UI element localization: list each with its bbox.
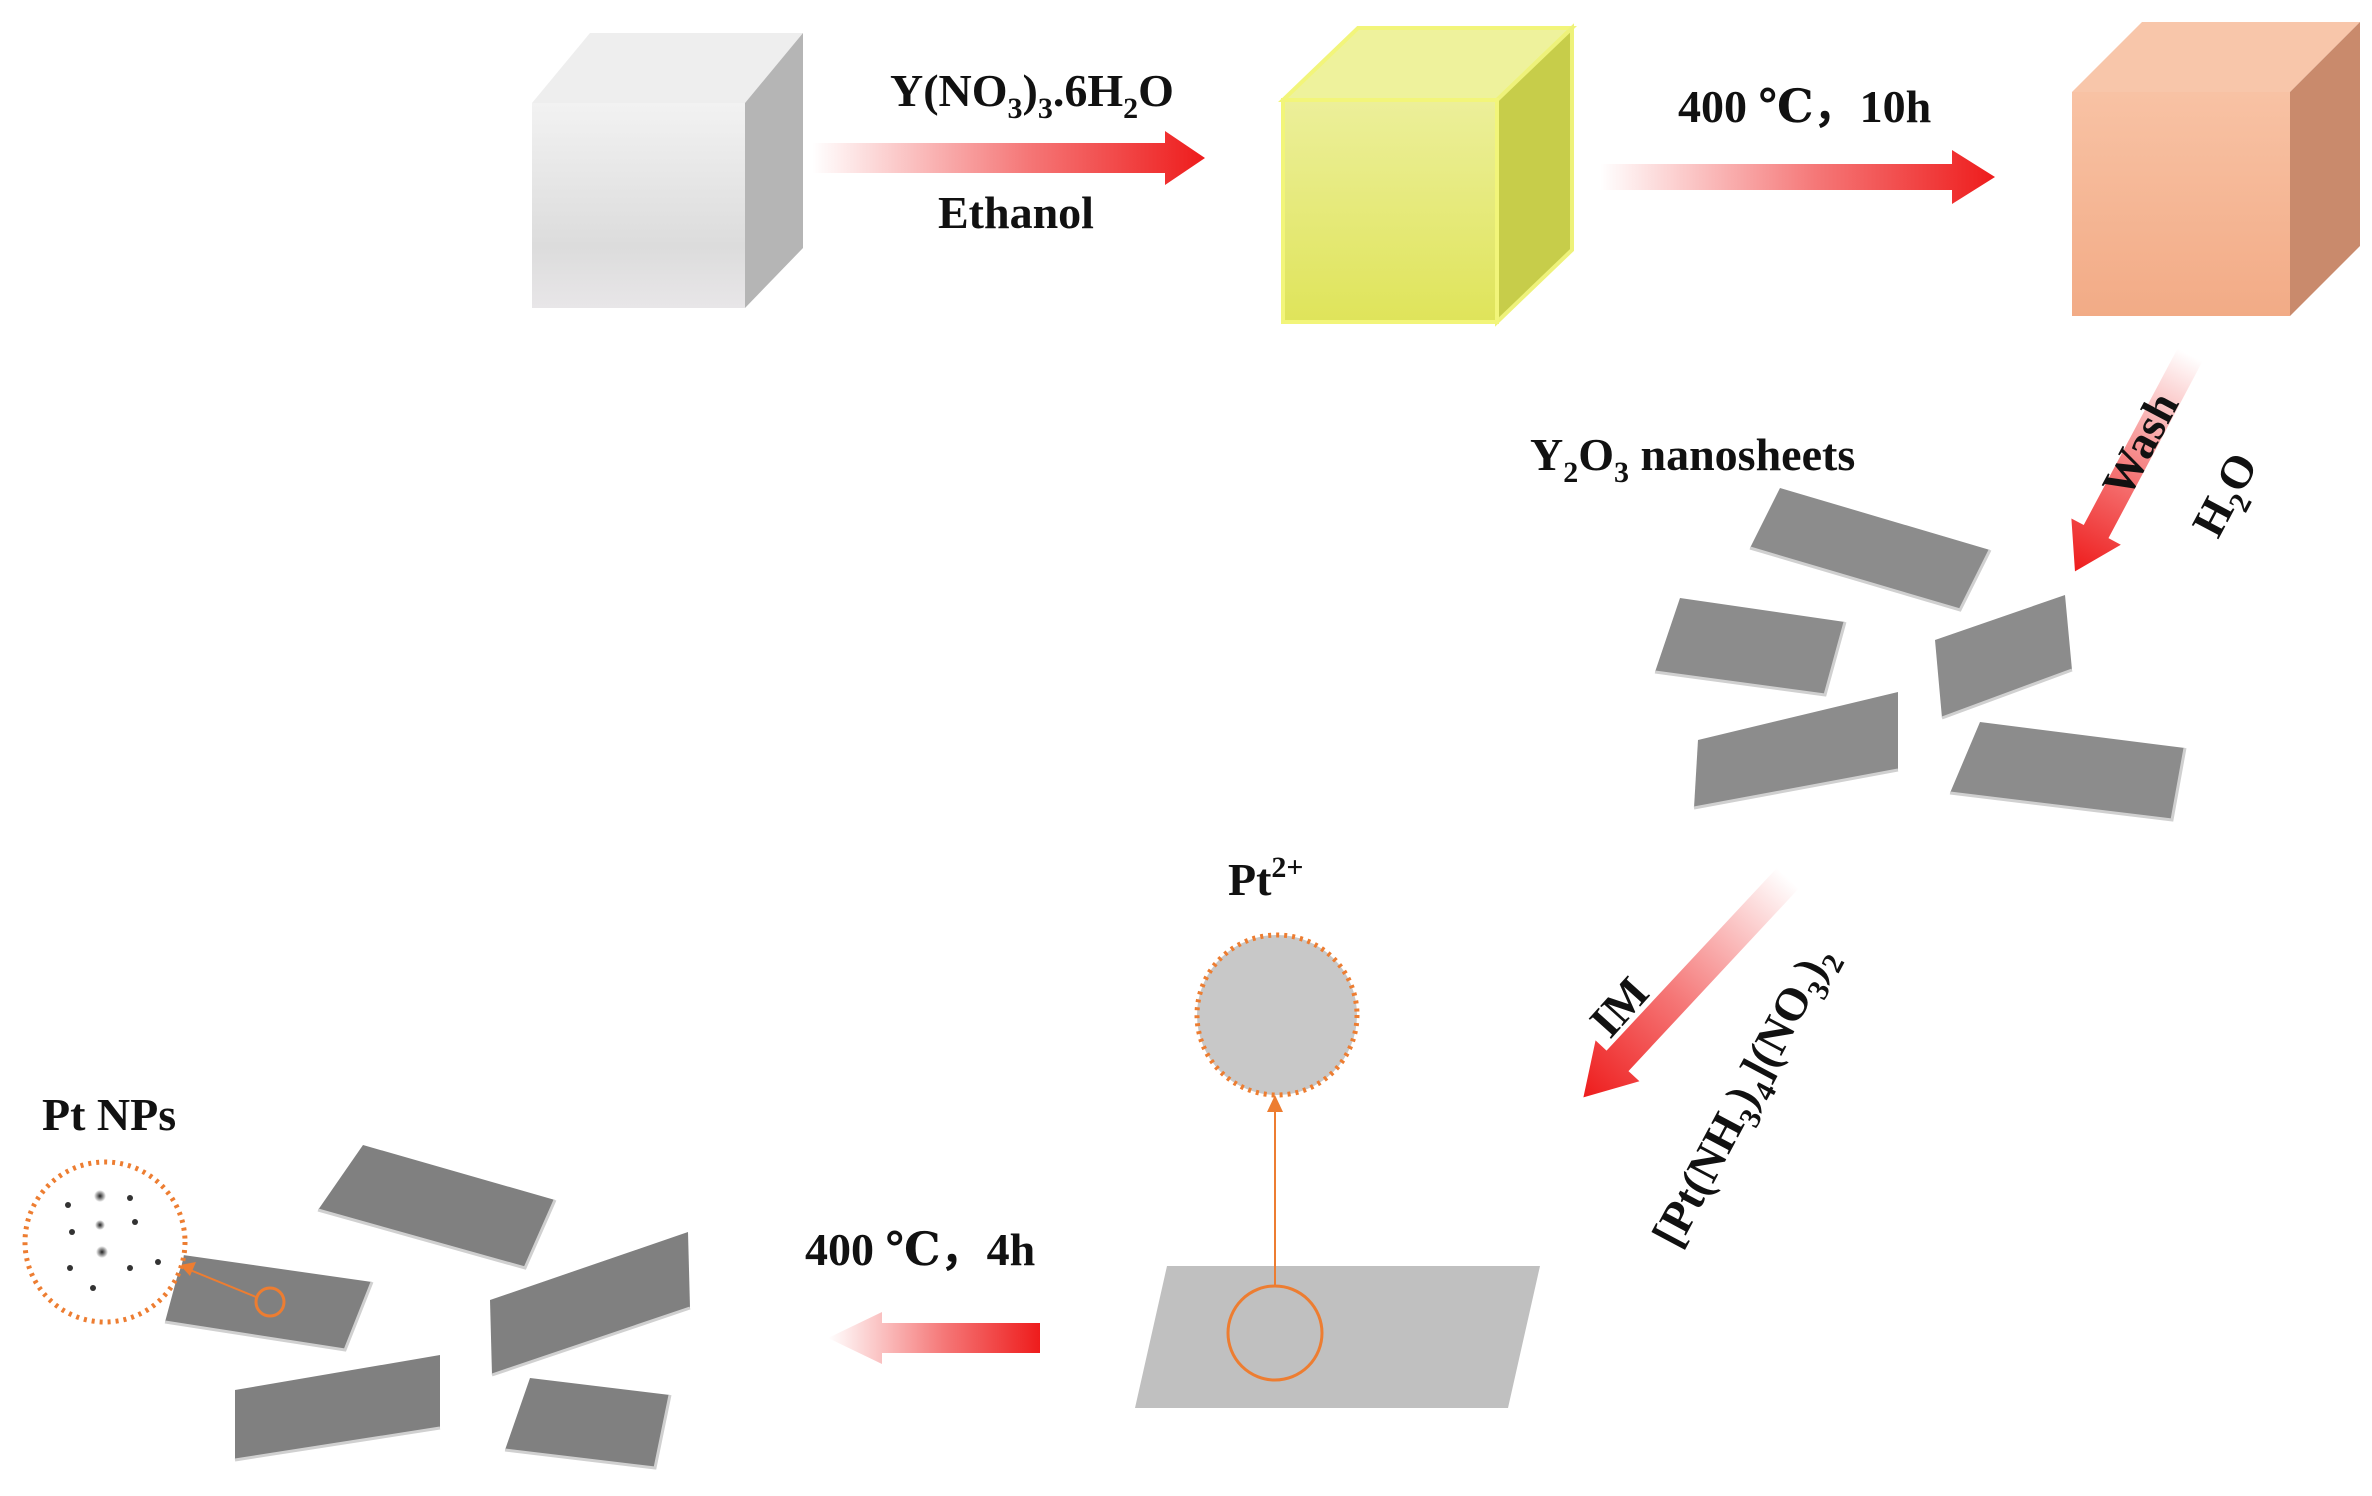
pt-nps-zoom [22,1159,188,1325]
yellow-cube [1278,23,1577,327]
nanosheet [490,1232,690,1375]
impregnated-sheet [1135,1095,1540,1408]
water-label: H2O [2182,444,2276,549]
pt-y2o3-nanosheets [164,1145,691,1470]
arrow-wash [2071,348,2203,572]
pt-ion-zoom [1194,932,1360,1098]
y2o3-nanosheets [1654,488,2187,822]
nanosheet [165,1255,372,1350]
reagent-label: Y(NO3)3.6H2O [890,65,1174,125]
nanosheets-label: Y2O3 nanosheets [1530,429,1855,489]
nanosheet [505,1378,670,1468]
wash-label: Wash [2092,384,2189,505]
nanosheet [318,1145,555,1268]
nanosheet [235,1355,440,1460]
arrow-step2 [1600,150,1995,204]
nanosheet [1655,598,1845,695]
arrow-impregnation [1583,867,1799,1098]
arrow-step1 [812,131,1205,185]
pt-ion-label: Pt2+ [1228,851,1304,905]
calcination-label-1: 400 ℃，10h [1678,81,1931,132]
nanosheet [1694,692,1898,808]
white-cube [532,33,803,308]
nanosheet [1935,595,2072,718]
pt-nps-label: Pt NPs [42,1089,176,1140]
calcination-label-2: 400 ℃，4h [805,1224,1035,1275]
nanosheet [1750,488,1990,610]
arrow-reduction [828,1312,1040,1364]
nanosheet [1950,722,2185,820]
solvent-label: Ethanol [938,187,1094,238]
peach-cube [2072,22,2360,316]
